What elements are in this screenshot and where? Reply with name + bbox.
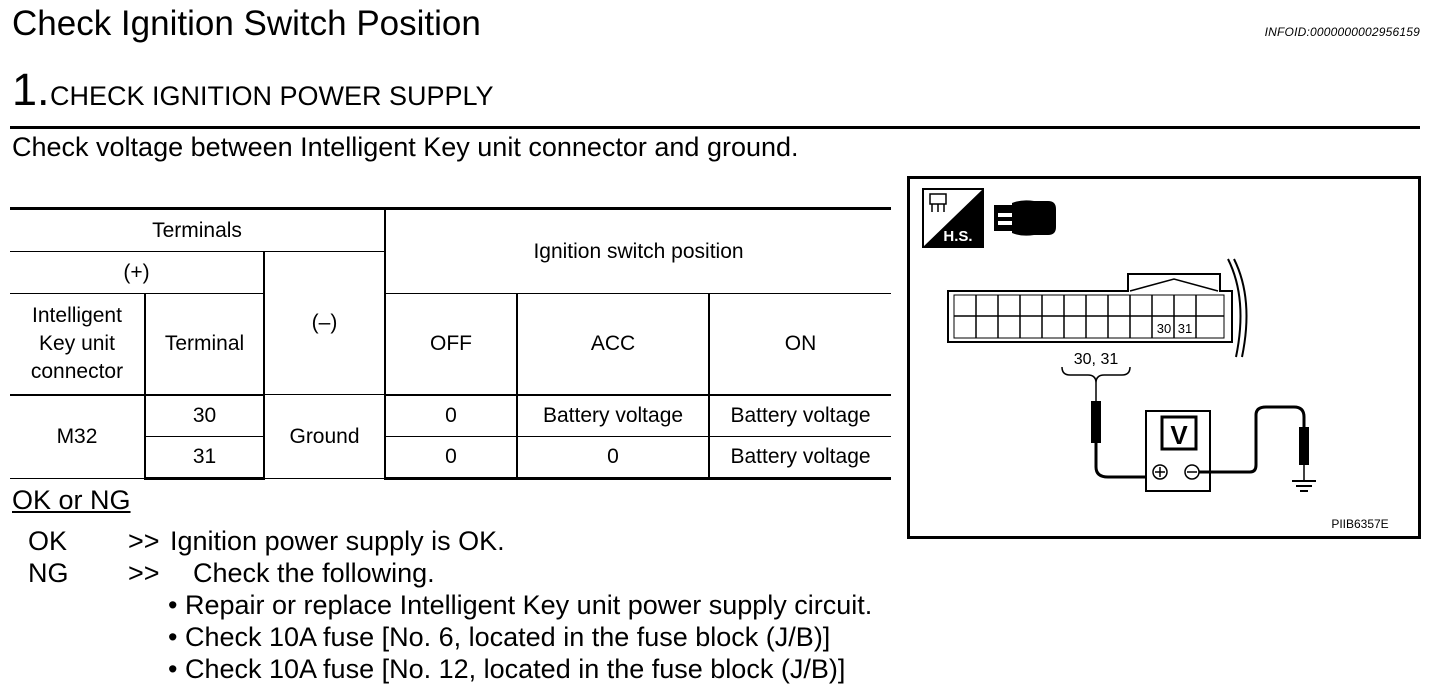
- section-divider: [10, 126, 1420, 129]
- terminal-voltage-table: Terminals Ignition switch position (+) (…: [10, 207, 892, 480]
- page-title: Check Ignition Switch Position: [12, 4, 481, 43]
- terminal-cell: 31: [145, 436, 265, 480]
- ok-ng-heading: OK or NG: [12, 485, 131, 515]
- ng-label: NG: [28, 558, 69, 588]
- pin-label: 30: [1157, 321, 1171, 336]
- connector-header-text: Intelligent Key unit connector: [30, 303, 124, 383]
- ng-check-text: Check 10A fuse [No. 6, located in the fu…: [184, 622, 831, 652]
- minus-terminal-header: (–): [262, 251, 387, 395]
- connector-cell: M32: [10, 394, 146, 479]
- pin-label: 31: [1178, 321, 1192, 336]
- terminal-header: Terminal: [144, 293, 265, 396]
- hs-label: H.S.: [943, 228, 972, 245]
- measurement-diagram: H.S. 30 31: [907, 176, 1421, 539]
- ok-arrow: >>: [128, 526, 160, 556]
- on-value-cell: Battery voltage: [708, 436, 892, 480]
- ng-check-item: • Check 10A fuse [No. 6, located in the …: [168, 622, 831, 652]
- ng-check-item: • Check 10A fuse [No. 12, located in the…: [168, 654, 846, 684]
- ng-check-text: Repair or replace Intelligent Key unit p…: [184, 590, 873, 620]
- info-id: INFOID:0000000002956159: [1264, 25, 1420, 39]
- harness-side-icon: H.S.: [922, 188, 984, 248]
- ground-icon: [1292, 480, 1316, 492]
- step-title: CHECK IGNITION POWER SUPPLY: [50, 81, 494, 111]
- ok-label: OK: [28, 526, 68, 556]
- position-acc-header: ACC: [516, 293, 711, 396]
- diagram-svg: H.S. 30 31: [922, 188, 1389, 531]
- terminal-cell: 30: [144, 394, 265, 437]
- ng-arrow: >>: [128, 558, 160, 588]
- probe-brace: [1061, 366, 1131, 384]
- probe-label: 30, 31: [1074, 351, 1119, 368]
- position-off-header: OFF: [384, 293, 519, 396]
- figure-id: PIIB6357E: [1331, 517, 1388, 531]
- ng-result: Check the following.: [193, 558, 435, 588]
- position-on-header: ON: [708, 293, 892, 396]
- connector-icon: [994, 200, 1056, 236]
- on-value-cell: Battery voltage: [708, 394, 892, 437]
- step-instruction: Check voltage between Intelligent Key un…: [12, 132, 799, 162]
- off-value-cell: 0: [384, 394, 519, 437]
- terminals-header: Terminals: [10, 207, 387, 252]
- negative-lead: [1199, 405, 1309, 481]
- step-number: 1.: [12, 64, 50, 115]
- acc-value-cell: 0: [516, 436, 711, 480]
- meter-label: V: [1170, 420, 1188, 450]
- off-value-cell: 0: [384, 436, 519, 480]
- acc-value-cell: Battery voltage: [516, 394, 711, 437]
- positive-probe: [1091, 383, 1160, 479]
- ground-cell: Ground: [262, 394, 387, 479]
- ng-check-text: Check 10A fuse [No. 12, located in the f…: [184, 654, 846, 684]
- ng-check-item: • Repair or replace Intelligent Key unit…: [168, 590, 873, 620]
- ignition-position-header: Ignition switch position: [384, 207, 892, 294]
- connector-face: 30 31: [947, 258, 1248, 358]
- connector-header: Intelligent Key unit connector: [10, 293, 146, 396]
- plus-terminal-header: (+): [10, 251, 265, 294]
- ok-result: Ignition power supply is OK.: [170, 526, 505, 556]
- voltmeter-icon: V: [1145, 410, 1211, 492]
